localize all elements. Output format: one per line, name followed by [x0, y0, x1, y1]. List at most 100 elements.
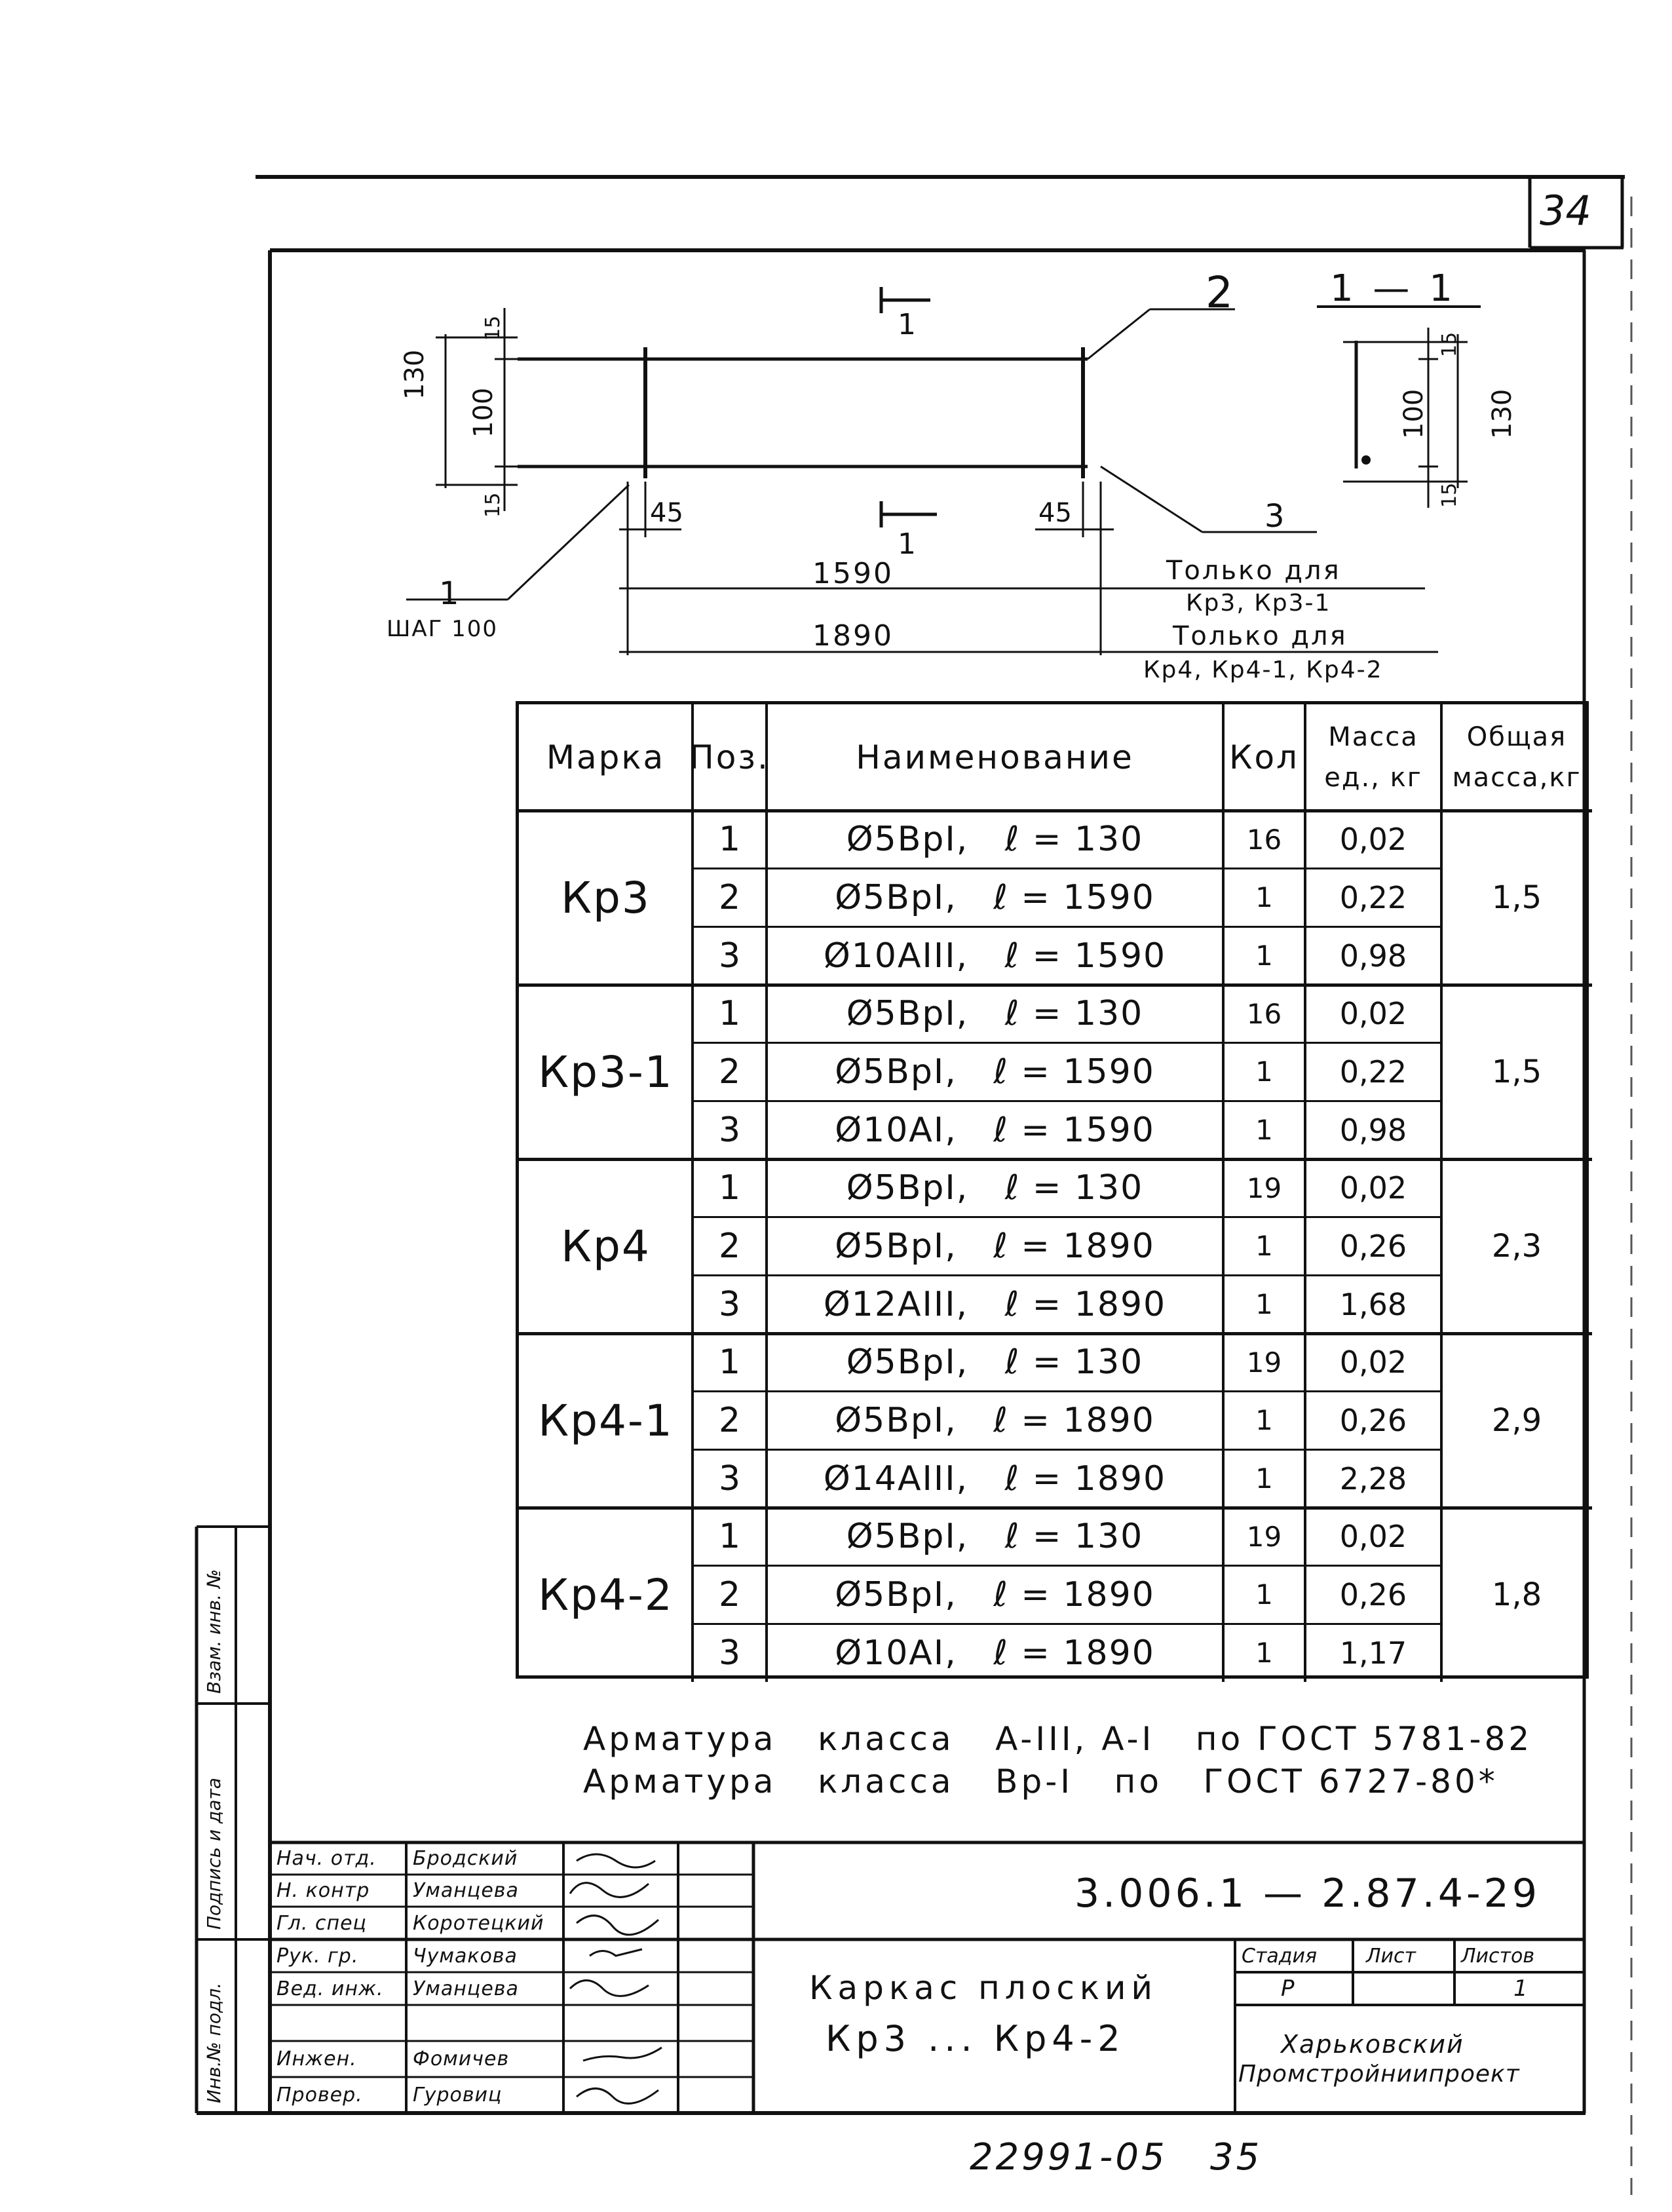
- row-qty: 1: [1255, 1404, 1273, 1437]
- header-unit-mass-line2: ед., кг: [1324, 763, 1422, 793]
- row-pos: 2: [718, 1226, 741, 1266]
- note-1590-line1: Только для: [1166, 556, 1341, 586]
- callout-2-label: 2: [1206, 267, 1233, 318]
- table-rule: [693, 1099, 1441, 1102]
- row-name: Ø10AI, ℓ = 1890: [835, 1633, 1155, 1673]
- header-total-mass-line2: масса,кг: [1452, 763, 1582, 793]
- row-qty: 16: [1246, 823, 1282, 856]
- row-pos: 2: [718, 877, 741, 917]
- title-block-name: Коротецкий: [413, 1911, 544, 1935]
- table-rule: [693, 868, 1441, 870]
- table-rule: [693, 1042, 1441, 1044]
- table-rule: [519, 983, 1592, 987]
- sheet-label: Лист: [1366, 1945, 1416, 1968]
- row-unit-mass: 0,98: [1339, 1112, 1407, 1148]
- row-name: Ø14AIII, ℓ = 1890: [823, 1459, 1167, 1498]
- dim-1890: 1890: [812, 619, 894, 653]
- dim-100-section: 100: [1399, 389, 1429, 439]
- title-block-name: Уманцева: [413, 1879, 519, 1902]
- row-unit-mass: 0,26: [1339, 1402, 1407, 1438]
- row-name: Ø5BpI, ℓ = 130: [846, 1343, 1144, 1382]
- row-name: Ø12AIII, ℓ = 1890: [823, 1284, 1167, 1324]
- stage-value: Р: [1281, 1975, 1295, 2002]
- row-qty: 1: [1255, 1056, 1273, 1088]
- header-total-mass-line1: Общая: [1466, 722, 1567, 752]
- row-pos: 2: [718, 1574, 741, 1614]
- dim-130-left: 130: [400, 349, 430, 400]
- header-total-mass: Общая масса,кг: [1441, 704, 1592, 810]
- row-pos: 2: [718, 1400, 741, 1440]
- dim-1590: 1590: [812, 557, 894, 590]
- row-qty: 1: [1255, 1114, 1273, 1147]
- table-rule: [693, 1390, 1441, 1393]
- table-rule: [1440, 704, 1443, 1682]
- group-mark: Кр4-1: [538, 1395, 674, 1446]
- group-total-mass: 1,5: [1491, 1054, 1542, 1090]
- row-unit-mass: 0,22: [1339, 879, 1407, 915]
- table-rule: [693, 1274, 1441, 1276]
- row-unit-mass: 0,02: [1339, 996, 1407, 1032]
- row-pos: 2: [718, 1052, 741, 1092]
- row-qty: 1: [1255, 1230, 1273, 1263]
- table-rule: [1222, 704, 1225, 1682]
- row-name: Ø5BpI, ℓ = 130: [846, 820, 1144, 860]
- table-rule: [693, 1565, 1441, 1567]
- title-block-role: Рук. гр.: [276, 1944, 359, 1968]
- side-stamp-inv-label: Инв.№ подл.: [203, 1982, 225, 2103]
- row-qty: 1: [1255, 1578, 1273, 1611]
- stage-label: Стадия: [1242, 1945, 1318, 1968]
- sheets-value: 1: [1513, 1975, 1528, 2002]
- title-block-role: Инжен.: [276, 2048, 357, 2070]
- title-block-role: Нач. отд.: [276, 1847, 377, 1870]
- row-pos: 1: [718, 1517, 741, 1557]
- table-rule: [519, 809, 1592, 812]
- title-block-name: Чумакова: [413, 1944, 518, 1968]
- row-pos: 1: [718, 820, 741, 860]
- row-qty: 1: [1255, 1637, 1273, 1669]
- table-rule: [519, 1331, 1592, 1335]
- table-rule: [1304, 704, 1306, 1682]
- callout-1-label: 1: [439, 575, 459, 612]
- title-line-2: Кр3 ... Кр4-2: [826, 2018, 1126, 2059]
- header-unit-mass-line1: Масса: [1328, 722, 1418, 752]
- org-line-1: Харьковский: [1281, 2030, 1464, 2059]
- note-1890-line2: Кр4, Кр4-1, Кр4-2: [1143, 657, 1383, 683]
- table-rule: [693, 925, 1441, 928]
- table-rule: [693, 1216, 1441, 1219]
- row-qty: 1: [1255, 1462, 1273, 1495]
- table-rule: [519, 1157, 1592, 1161]
- title-block-role: Гл. спец: [276, 1911, 367, 1935]
- section-title: 1 — 1: [1330, 267, 1456, 310]
- title-block-role: Н. контр: [276, 1879, 370, 1902]
- row-pos: 1: [718, 1343, 741, 1382]
- table-rule: [765, 704, 768, 1682]
- row-name: Ø5BpI, ℓ = 1590: [835, 1052, 1155, 1092]
- row-unit-mass: 1,17: [1339, 1635, 1407, 1671]
- row-qty: 1: [1255, 1288, 1273, 1321]
- row-unit-mass: 0,22: [1339, 1054, 1407, 1090]
- section-marker-bottom-label: 1: [898, 527, 916, 561]
- group-mark: Кр3: [561, 872, 651, 923]
- row-name: Ø5BpI, ℓ = 130: [846, 994, 1144, 1034]
- row-name: Ø10AIII, ℓ = 1590: [823, 936, 1167, 976]
- dim-130-section: 130: [1487, 389, 1517, 439]
- sheet-number: 34: [1540, 187, 1591, 235]
- row-pos: 3: [718, 936, 741, 976]
- dim-45-right: 45: [1038, 498, 1072, 528]
- group-total-mass: 2,3: [1491, 1228, 1542, 1265]
- note-1590-line2: Кр3, Кр3-1: [1186, 590, 1331, 617]
- title-block-role: Вед. инж.: [276, 1977, 384, 2000]
- row-qty: 19: [1246, 1346, 1282, 1379]
- row-qty: 16: [1246, 997, 1282, 1030]
- group-total-mass: 2,9: [1491, 1402, 1542, 1439]
- footer-number: 22991-05 35: [970, 2136, 1263, 2179]
- title-line-1: Каркас плоский: [809, 1969, 1158, 2007]
- dim-15-bottom-left: 15: [482, 492, 504, 518]
- row-qty: 1: [1255, 881, 1273, 914]
- note-1890-line1: Только для: [1173, 621, 1348, 651]
- dim-45-left: 45: [650, 498, 683, 528]
- row-name: Ø10AI, ℓ = 1590: [835, 1110, 1155, 1150]
- dim-15-bottom-section: 15: [1438, 482, 1461, 508]
- row-pos: 1: [718, 994, 741, 1034]
